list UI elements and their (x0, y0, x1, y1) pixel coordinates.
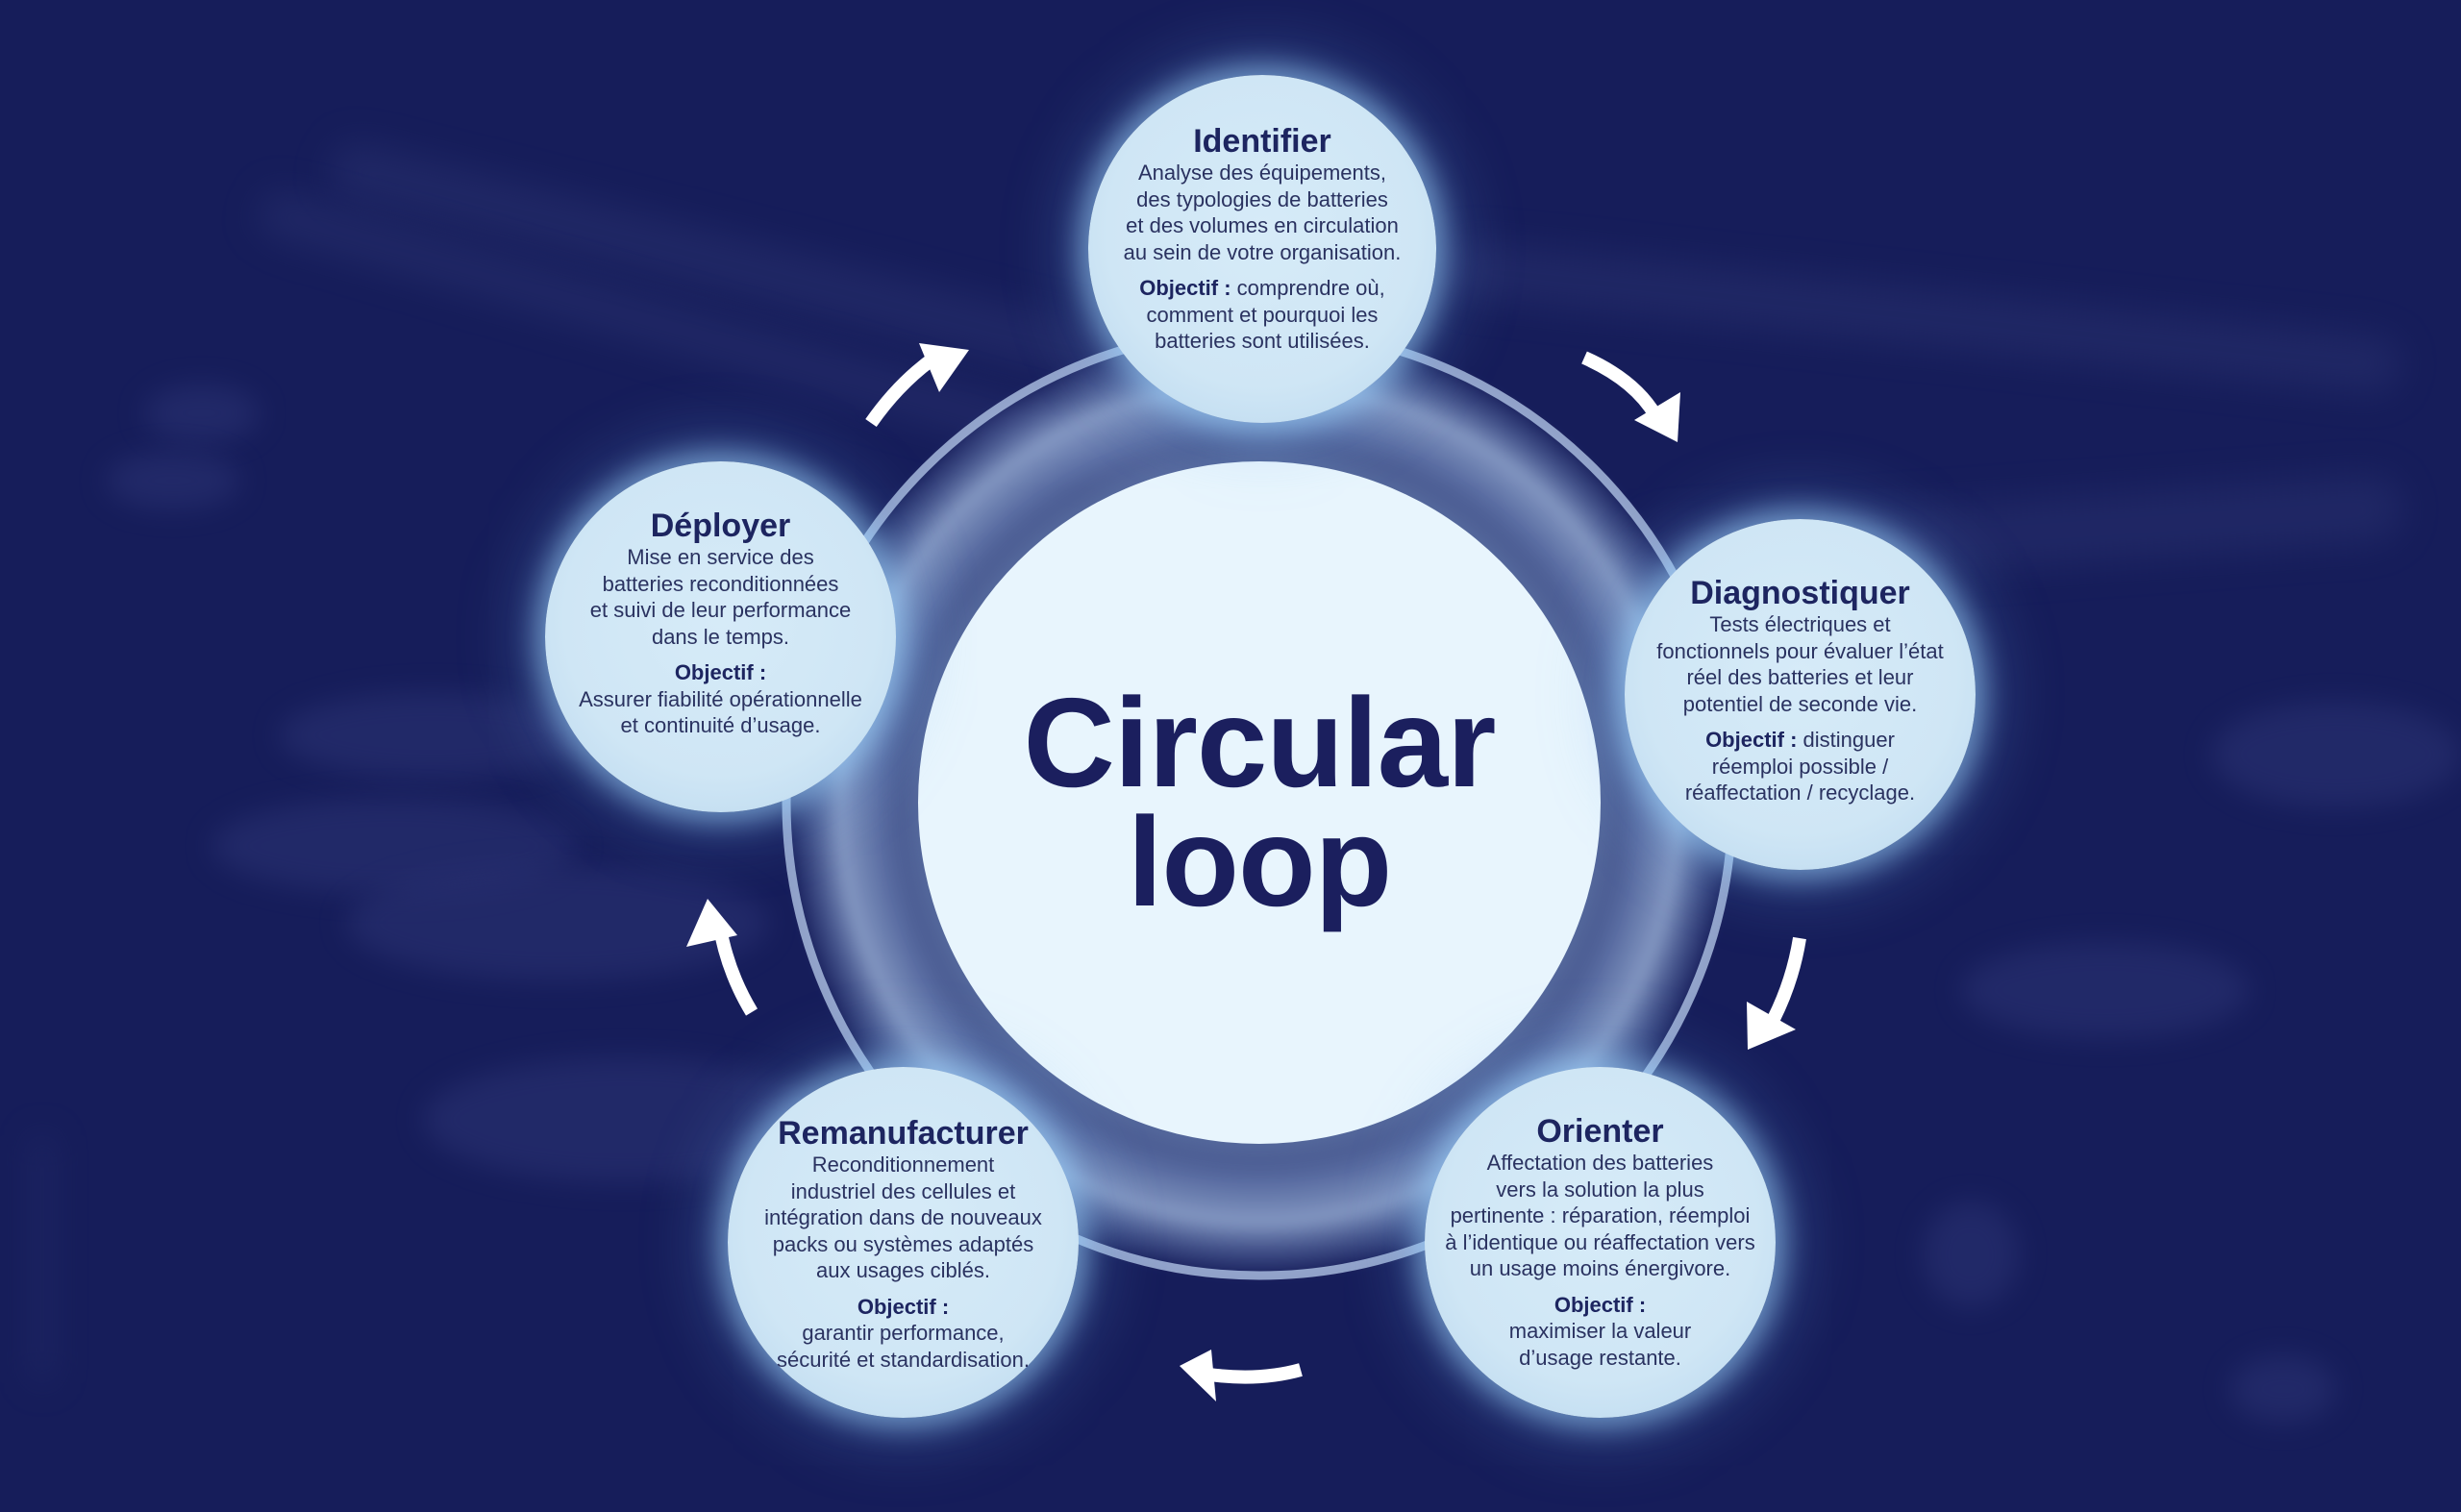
step-title: Déployer (650, 508, 791, 544)
center-circle: Circular loop (918, 461, 1601, 1144)
step-objective: Objectif : comprendre où, comment et pou… (1139, 275, 1385, 355)
objective-label: Objectif : (1139, 276, 1231, 300)
step-objective: Objectif : Assurer fiabilité opérationne… (579, 659, 862, 739)
objective-text: Assurer fiabilité opérationnelle et cont… (579, 686, 862, 738)
objective-text: maximiser la valeur d’usage restante. (1508, 1319, 1692, 1370)
arrow-orienter-to-remanufacturer-icon (1180, 1350, 1303, 1401)
arrow-diagnostiquer-to-orienter-icon (1747, 936, 1806, 1050)
arrow-identifier-to-diagnostiquer-icon (1581, 351, 1680, 442)
step-title: Remanufacturer (778, 1115, 1029, 1152)
step-deployer: Déployer Mise en service des batteries r… (545, 461, 896, 812)
objective-text: comprendre où, comment et pourquoi les b… (1146, 276, 1385, 353)
step-description: Affectation des batteries vers la soluti… (1445, 1151, 1755, 1280)
step-title: Orienter (1536, 1113, 1664, 1150)
objective-label: Objectif : (857, 1294, 950, 1319)
step-title: Identifier (1193, 123, 1331, 160)
arrow-remanufacturer-to-deployer-icon (686, 899, 758, 1016)
step-orienter: Orienter Affectation des batteries vers … (1425, 1067, 1776, 1418)
step-description: Analyse des équipements, des typologies … (1123, 161, 1402, 264)
objective-text: garantir performance, sécurité et standa… (777, 1321, 1030, 1372)
objective-label: Objectif : (1705, 728, 1798, 752)
center-title-line2: loop (1127, 791, 1393, 932)
step-description: Mise en service des batteries reconditio… (589, 545, 852, 649)
objective-text: distinguer réemploi possible / réaffecta… (1684, 728, 1916, 805)
step-description: Tests électriques et fonctionnels pour é… (1656, 612, 1944, 716)
step-objective: Objectif : distinguer réemploi possible … (1685, 727, 1915, 806)
step-diagnostiquer: Diagnostiquer Tests électriques et fonct… (1625, 519, 1976, 870)
step-remanufacturer: Remanufacturer Reconditionnement industr… (728, 1067, 1079, 1418)
step-objective: Objectif : maximiser la valeur d’usage r… (1509, 1292, 1692, 1372)
step-objective: Objectif : garantir performance, sécurit… (777, 1294, 1030, 1374)
arrow-deployer-to-identifier-icon (865, 343, 969, 428)
step-title: Diagnostiquer (1690, 575, 1910, 611)
center-title-line1: Circular (1023, 672, 1497, 813)
objective-label: Objectif : (674, 660, 767, 684)
objective-label: Objectif : (1554, 1292, 1647, 1317)
step-description: Reconditionnement industriel des cellule… (764, 1153, 1042, 1282)
step-identifier: Identifier Analyse des équipements, des … (1088, 75, 1436, 423)
